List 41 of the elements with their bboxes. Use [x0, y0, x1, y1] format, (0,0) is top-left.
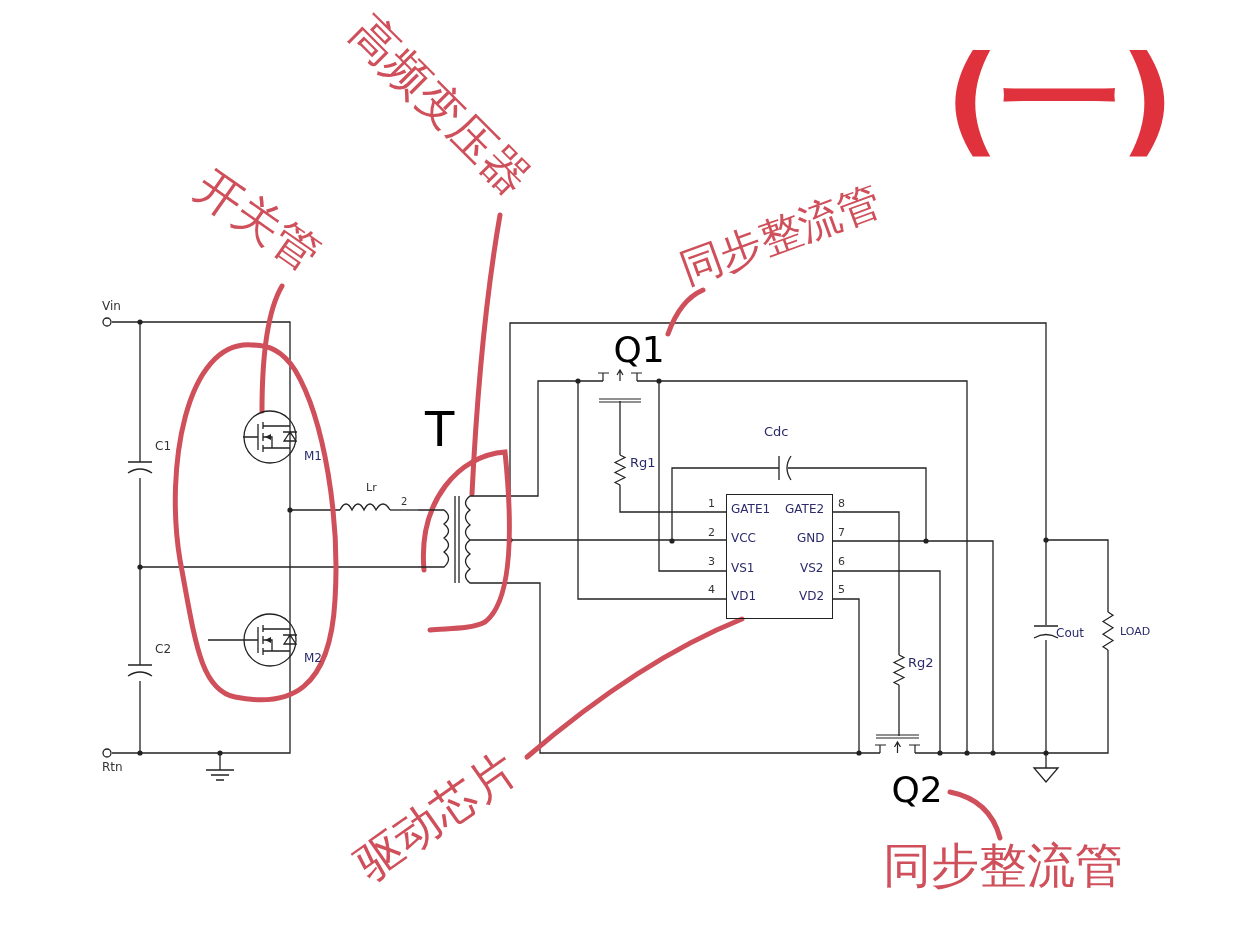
handwritten-mark: (一): [945, 40, 1175, 160]
handwritten-annotation: 同步整流管: [878, 836, 1128, 894]
component-label: Rg2: [908, 656, 934, 669]
handwritten-annotation: 高频变压器: [334, 0, 547, 212]
component-label: Vin: [102, 300, 121, 312]
component-label: VS1: [731, 562, 755, 574]
component-label: Rtn: [102, 761, 123, 773]
handwritten-annotation: 同步整流管: [666, 173, 895, 297]
leader-line: [947, 789, 1003, 841]
component-label: VCC: [731, 532, 756, 544]
component-label: VD2: [799, 590, 825, 602]
component-label: C1: [155, 440, 171, 452]
component-label: Rg1: [630, 456, 656, 469]
ic-chip: [726, 494, 833, 619]
component-label: GND: [797, 532, 825, 544]
component-label: Lr: [366, 482, 377, 493]
handwritten-annotation: Q2: [882, 768, 952, 812]
component-label: VD1: [731, 590, 757, 602]
transformer-symbol: [418, 494, 482, 585]
mosfet-symbol: [243, 410, 297, 464]
component-label: LOAD: [1120, 626, 1151, 637]
component-label: 1: [708, 498, 715, 509]
component-label: 2: [708, 527, 715, 538]
component-label: T: [425, 405, 455, 453]
leader-line: [524, 616, 745, 760]
handwritten-annotation: Q1: [603, 328, 675, 372]
handwritten-annotation: 开关管: [180, 154, 336, 286]
component-label: M2: [304, 652, 322, 664]
leader-line: [665, 287, 706, 337]
component-label: VS2: [800, 562, 824, 574]
component-label: 4: [708, 584, 715, 595]
component-label: GATE2: [785, 503, 825, 515]
component-label: 2: [401, 497, 408, 507]
leader-line: [469, 212, 503, 497]
leader-line: [259, 283, 285, 414]
component-label: GATE1: [731, 503, 771, 515]
component-label: Cout: [1056, 627, 1085, 639]
component-label: C2: [155, 643, 171, 655]
component-label: Cdc: [764, 425, 789, 438]
component-label: 3: [708, 556, 715, 567]
handwritten-annotation: 驱动芯片: [338, 735, 534, 897]
